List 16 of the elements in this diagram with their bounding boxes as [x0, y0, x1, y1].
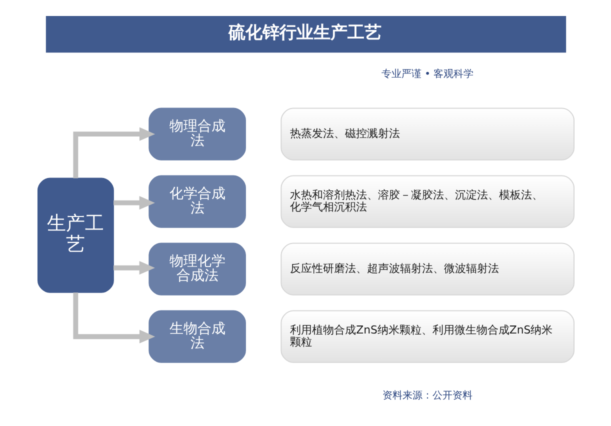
label: 专业严谨 • 客观科学 — [381, 69, 474, 80]
arrow — [113, 196, 154, 210]
diagram-title: 硫化锌行业生产工艺 — [228, 22, 382, 42]
node-box: 物理合成法 — [148, 108, 246, 160]
arrow — [113, 261, 154, 275]
node-box: 化学合成法 — [148, 175, 246, 228]
arrow — [72, 292, 155, 344]
node-box: 生产工艺 — [36, 178, 114, 293]
node-box: 生物合成法 — [148, 310, 246, 363]
node-box: 热蒸发法、磁控溅射法 — [280, 108, 574, 160]
node-box: 反应性研磨法、超声波辐射法、微波辐射法 — [280, 242, 574, 296]
label: 资料来源：公开资料 — [382, 390, 472, 402]
node-box: 水热和溶剂热法、溶胶－凝胶法、沉淀法、模板法、化学气相沉积法 — [280, 175, 574, 228]
node-box: 物理化学合成法 — [148, 242, 246, 296]
node-box: 利用植物合成ZnS纳米颗粒、利用微生物合成ZnS纳米颗粒 — [280, 310, 574, 363]
arrow — [72, 127, 155, 178]
